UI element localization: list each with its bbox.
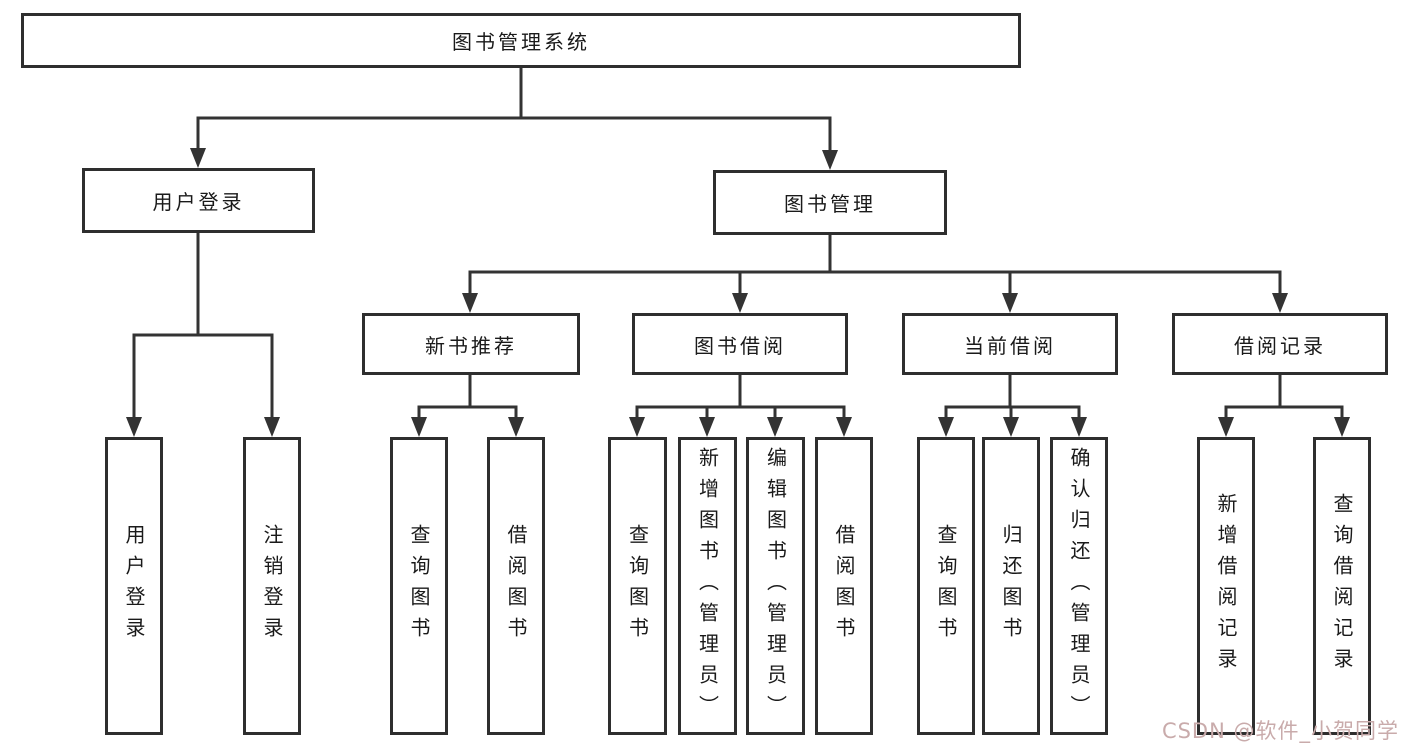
node-label: 图书借阅: [694, 333, 786, 358]
node-label: 查询图书: [934, 524, 958, 648]
node-book-management: 图书管理: [713, 170, 947, 235]
node-label: 归还图书: [999, 524, 1023, 648]
leaf-return-books: 归还图书: [982, 437, 1040, 735]
node-label: 查询图书: [625, 524, 650, 648]
arrowhead-down-icon: [1334, 417, 1350, 437]
leaf-edit-books-admin: 编辑图书（管理员）: [746, 437, 805, 735]
node-label: 编辑图书（管理员）: [763, 446, 788, 726]
leaf-borrow-books-recommend: 借阅图书: [487, 437, 545, 735]
node-label: 借阅图书: [832, 524, 856, 648]
arrowhead-down-icon: [1002, 293, 1018, 313]
node-label: 图书管理系统: [452, 30, 590, 54]
node-label: 新书推荐: [425, 333, 517, 358]
arrowhead-down-icon: [629, 417, 645, 437]
leaf-confirm-return-admin: 确认归还（管理员）: [1050, 437, 1108, 735]
leaf-query-borrow-record: 查询借阅记录: [1313, 437, 1371, 735]
arrowhead-down-icon: [767, 417, 783, 437]
arrowhead-down-icon: [836, 417, 852, 437]
node-label: 当前借阅: [964, 333, 1056, 358]
arrowhead-down-icon: [190, 148, 206, 168]
node-new-book-recommend: 新书推荐: [362, 313, 580, 375]
leaf-query-books-borrowing: 查询图书: [608, 437, 667, 735]
arrowhead-down-icon: [1071, 417, 1087, 437]
leaf-query-books-recommend: 查询图书: [390, 437, 448, 735]
arrowhead-down-icon: [264, 417, 280, 437]
arrowhead-down-icon: [462, 293, 478, 313]
node-label: 注销登录: [260, 524, 284, 648]
node-label: 借阅记录: [1234, 333, 1326, 358]
node-library-management-system: 图书管理系统: [21, 13, 1021, 68]
arrowhead-down-icon: [508, 417, 524, 437]
node-book-borrowing: 图书借阅: [632, 313, 848, 375]
leaf-add-books-admin: 新增图书（管理员）: [678, 437, 737, 735]
node-user-login: 用户登录: [82, 168, 315, 233]
arrowhead-down-icon: [126, 417, 142, 437]
leaf-borrow-books: 借阅图书: [815, 437, 873, 735]
leaf-query-books-current: 查询图书: [917, 437, 975, 735]
arrowhead-down-icon: [1218, 417, 1234, 437]
node-label: 新增图书（管理员）: [695, 446, 720, 726]
node-label: 确认归还（管理员）: [1067, 446, 1091, 726]
leaf-logout: 注销登录: [243, 437, 301, 735]
leaf-user-login: 用户登录: [105, 437, 163, 735]
arrowhead-down-icon: [822, 150, 838, 170]
node-label: 查询图书: [407, 524, 431, 648]
node-label: 用户登录: [152, 190, 245, 214]
node-label: 借阅图书: [504, 524, 528, 648]
leaf-add-borrow-record: 新增借阅记录: [1197, 437, 1255, 735]
node-borrowing-records: 借阅记录: [1172, 313, 1388, 375]
node-label: 用户登录: [122, 524, 146, 648]
node-current-borrowing: 当前借阅: [902, 313, 1118, 375]
node-label: 图书管理: [784, 192, 876, 216]
arrowhead-down-icon: [411, 417, 427, 437]
arrowhead-down-icon: [938, 417, 954, 437]
arrowhead-down-icon: [1003, 417, 1019, 437]
arrowhead-down-icon: [1272, 293, 1288, 313]
node-label: 查询借阅记录: [1330, 493, 1354, 679]
node-label: 新增借阅记录: [1214, 493, 1238, 679]
arrowhead-down-icon: [732, 293, 748, 313]
arrowhead-down-icon: [699, 417, 715, 437]
